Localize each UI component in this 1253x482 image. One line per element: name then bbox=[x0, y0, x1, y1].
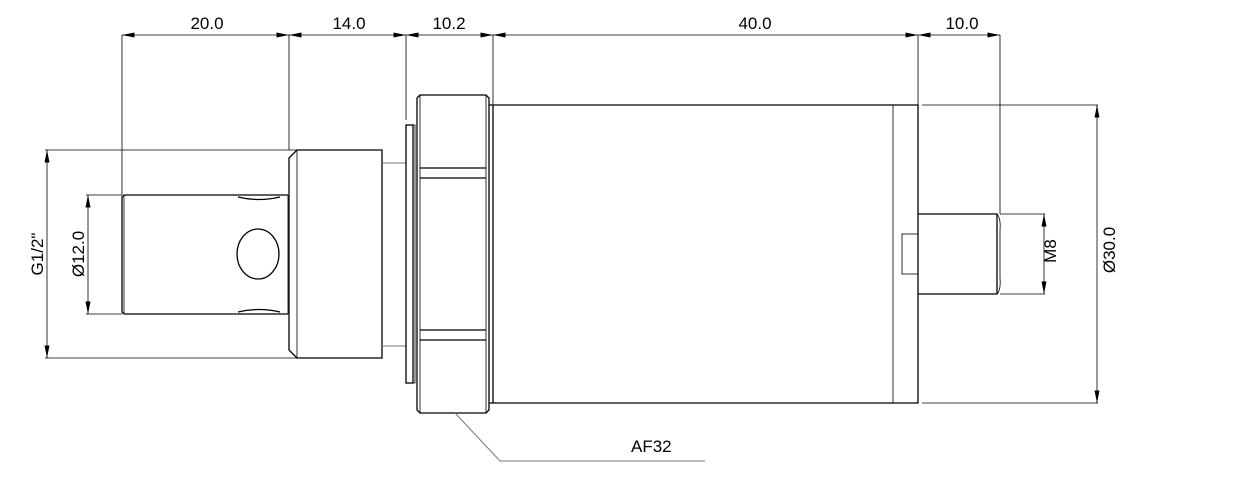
dim-bore-diameter: Ø12.0 bbox=[69, 231, 88, 277]
connector bbox=[918, 213, 1001, 295]
af-leader-line bbox=[454, 412, 705, 462]
dim-connector-thread: M8 bbox=[1041, 239, 1060, 263]
nut bbox=[416, 94, 490, 414]
dim-across-flats: AF32 bbox=[631, 437, 672, 456]
hex-section bbox=[288, 149, 406, 359]
dim-thread-length: 20.0 bbox=[190, 14, 223, 33]
dim-body-length: 40.0 bbox=[738, 14, 771, 33]
dim-thread-size: G1/2" bbox=[28, 233, 47, 276]
dim-nut-length: 10.2 bbox=[432, 14, 465, 33]
body bbox=[489, 104, 919, 404]
thread-section bbox=[121, 194, 289, 315]
bore-hole bbox=[236, 228, 280, 280]
washer bbox=[405, 124, 416, 384]
dim-body-diameter: Ø30.0 bbox=[1100, 227, 1119, 273]
dimension-lines bbox=[44, 32, 1100, 403]
dim-connector-length: 10.0 bbox=[945, 14, 978, 33]
dim-hex-length: 14.0 bbox=[332, 14, 365, 33]
